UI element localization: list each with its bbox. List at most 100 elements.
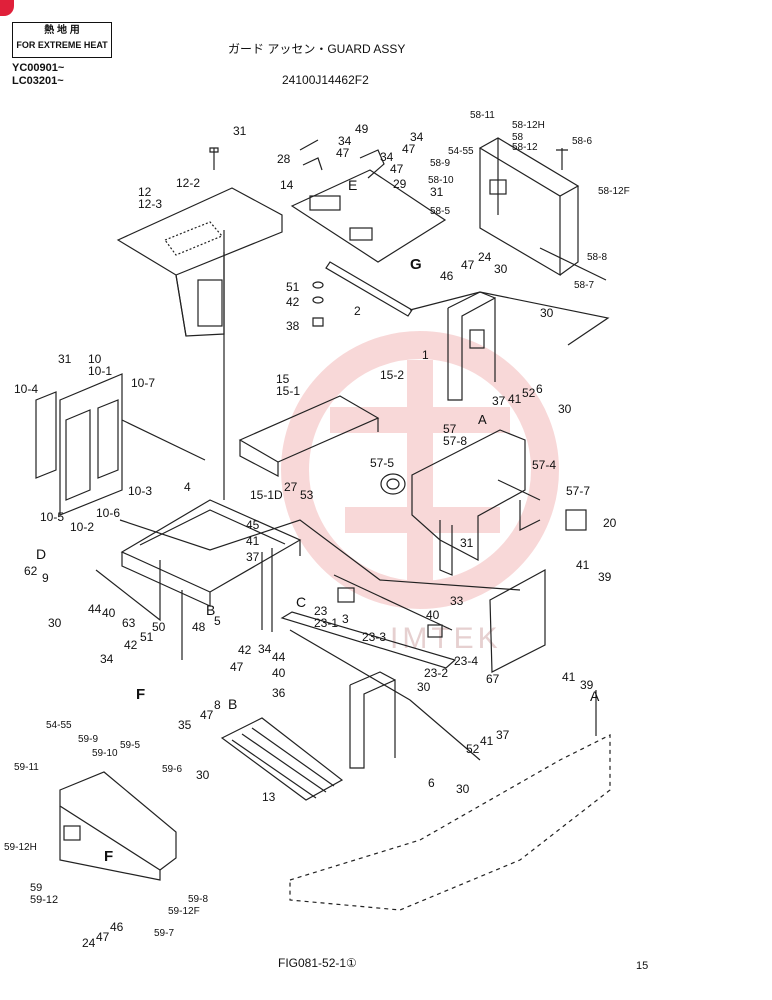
part-label: 4 bbox=[184, 480, 191, 494]
part-label: 23 bbox=[314, 604, 328, 618]
part-label: 39 bbox=[598, 570, 612, 584]
part-label: 44 bbox=[272, 650, 286, 664]
part-label: 47 bbox=[230, 660, 244, 674]
part-label: 59-11 bbox=[14, 762, 39, 773]
part-label: 39 bbox=[580, 678, 594, 692]
part-label: 49 bbox=[355, 122, 369, 136]
part-label: 14 bbox=[280, 178, 294, 192]
part-label: 23-4 bbox=[454, 654, 479, 668]
part-label: 58-12H bbox=[512, 120, 545, 131]
part-label: 40 bbox=[102, 606, 116, 620]
part-14-plate bbox=[290, 169, 447, 263]
part-label: 30 bbox=[417, 680, 431, 694]
part-label: 58-8 bbox=[587, 252, 608, 263]
part-label: 47 bbox=[390, 162, 404, 176]
part-label: 10-5 bbox=[40, 510, 65, 524]
part-label: 15-2 bbox=[380, 368, 405, 382]
part-59-door bbox=[59, 771, 177, 871]
part-label: 57 bbox=[443, 422, 457, 436]
part-label: 30 bbox=[540, 306, 554, 320]
part-label: 6 bbox=[428, 776, 435, 790]
part-label: 37 bbox=[496, 728, 510, 742]
part-label: 59-5 bbox=[120, 740, 141, 751]
part-label: 36 bbox=[272, 686, 286, 700]
part-label: 59-12F bbox=[168, 906, 200, 917]
extreme-heat-badge: 熱 地 用 FOR EXTREME HEAT bbox=[12, 22, 112, 58]
part-label: 50 bbox=[152, 620, 166, 634]
part-label: 59-12 bbox=[30, 894, 59, 906]
part-label: 8 bbox=[214, 698, 221, 712]
part-label: 24 bbox=[82, 936, 96, 950]
part-label: 37 bbox=[246, 550, 260, 564]
badge-line-japanese: 熱 地 用 bbox=[44, 25, 80, 36]
part-label: 58 bbox=[512, 132, 524, 143]
part-label: 30 bbox=[558, 402, 572, 416]
part-label: 34 bbox=[380, 150, 394, 164]
part-label: 54-55 bbox=[448, 146, 474, 157]
part-label: 35 bbox=[178, 718, 192, 732]
part-label: 48 bbox=[192, 620, 206, 634]
part-label: 20 bbox=[603, 516, 617, 530]
part-label: 58-11 bbox=[470, 110, 495, 121]
serial-range-1: YC00901~ bbox=[12, 62, 65, 74]
part-label: 5 bbox=[214, 614, 221, 628]
part-label: 52 bbox=[466, 742, 480, 756]
part-label: 57-7 bbox=[566, 484, 591, 498]
part-label: 54-55 bbox=[46, 720, 72, 731]
part-label: 3 bbox=[342, 612, 349, 626]
part-label: 42 bbox=[238, 643, 252, 657]
part-label: 40 bbox=[426, 608, 440, 622]
part-label: 59-12H bbox=[4, 842, 37, 853]
part-label: 41 bbox=[480, 734, 494, 748]
part-label: 41 bbox=[576, 558, 590, 572]
part-label: 67 bbox=[486, 672, 500, 686]
part-label: 37 bbox=[492, 394, 506, 408]
part-label: 59-6 bbox=[162, 764, 183, 775]
part-label: E bbox=[348, 177, 358, 193]
page-number: 15 bbox=[636, 960, 649, 972]
part-label: 59-8 bbox=[188, 894, 209, 905]
part-label: 6 bbox=[536, 382, 543, 396]
part-label: 30 bbox=[48, 616, 62, 630]
part-label: 40 bbox=[272, 666, 286, 680]
part-label: 47 bbox=[336, 146, 350, 160]
part-label: 44 bbox=[88, 602, 102, 616]
part-label: 41 bbox=[562, 670, 576, 684]
part-label: 10-1 bbox=[88, 364, 113, 378]
part-label: 10-3 bbox=[128, 484, 153, 498]
part-label: 34 bbox=[258, 642, 272, 656]
part-label: 12-2 bbox=[176, 176, 201, 190]
part-label: 53 bbox=[300, 488, 314, 502]
part-label: 30 bbox=[456, 782, 470, 796]
part-label: 23-1 bbox=[314, 616, 339, 630]
part-label: 58-10 bbox=[428, 175, 454, 186]
badge-line-english: FOR EXTREME HEAT bbox=[16, 40, 108, 50]
part-label: 34 bbox=[100, 652, 114, 666]
part-label: 23-3 bbox=[362, 630, 387, 644]
part-label: 57-5 bbox=[370, 456, 395, 470]
part-label: 52 bbox=[522, 386, 536, 400]
part-label: 51 bbox=[286, 280, 300, 294]
part-3-beam bbox=[280, 611, 457, 669]
part-label: A bbox=[590, 688, 600, 704]
part-label: 41 bbox=[246, 534, 260, 548]
part-label: 10-2 bbox=[70, 520, 95, 534]
part-label: 1 bbox=[422, 348, 429, 362]
watermark-text: IMTEK bbox=[390, 622, 502, 655]
part-label: 31 bbox=[233, 124, 247, 138]
line-art bbox=[35, 137, 611, 911]
figure-number: FIG081-52-1① bbox=[278, 956, 357, 970]
part-67-panel bbox=[489, 568, 546, 673]
part-label: 62 bbox=[24, 564, 38, 578]
part-label: 47 bbox=[402, 142, 416, 156]
part-label: 47 bbox=[96, 930, 110, 944]
part-label: 15-1D bbox=[250, 488, 283, 502]
part-label: 29 bbox=[393, 177, 407, 191]
corner-marker-icon bbox=[0, 0, 14, 16]
part-label: 30 bbox=[196, 768, 210, 782]
part-label: 23-2 bbox=[424, 666, 449, 680]
part-label: 33 bbox=[450, 594, 464, 608]
part-label: 58-5 bbox=[430, 206, 451, 217]
part-label: B bbox=[228, 696, 238, 712]
part-label: 30 bbox=[494, 262, 508, 276]
